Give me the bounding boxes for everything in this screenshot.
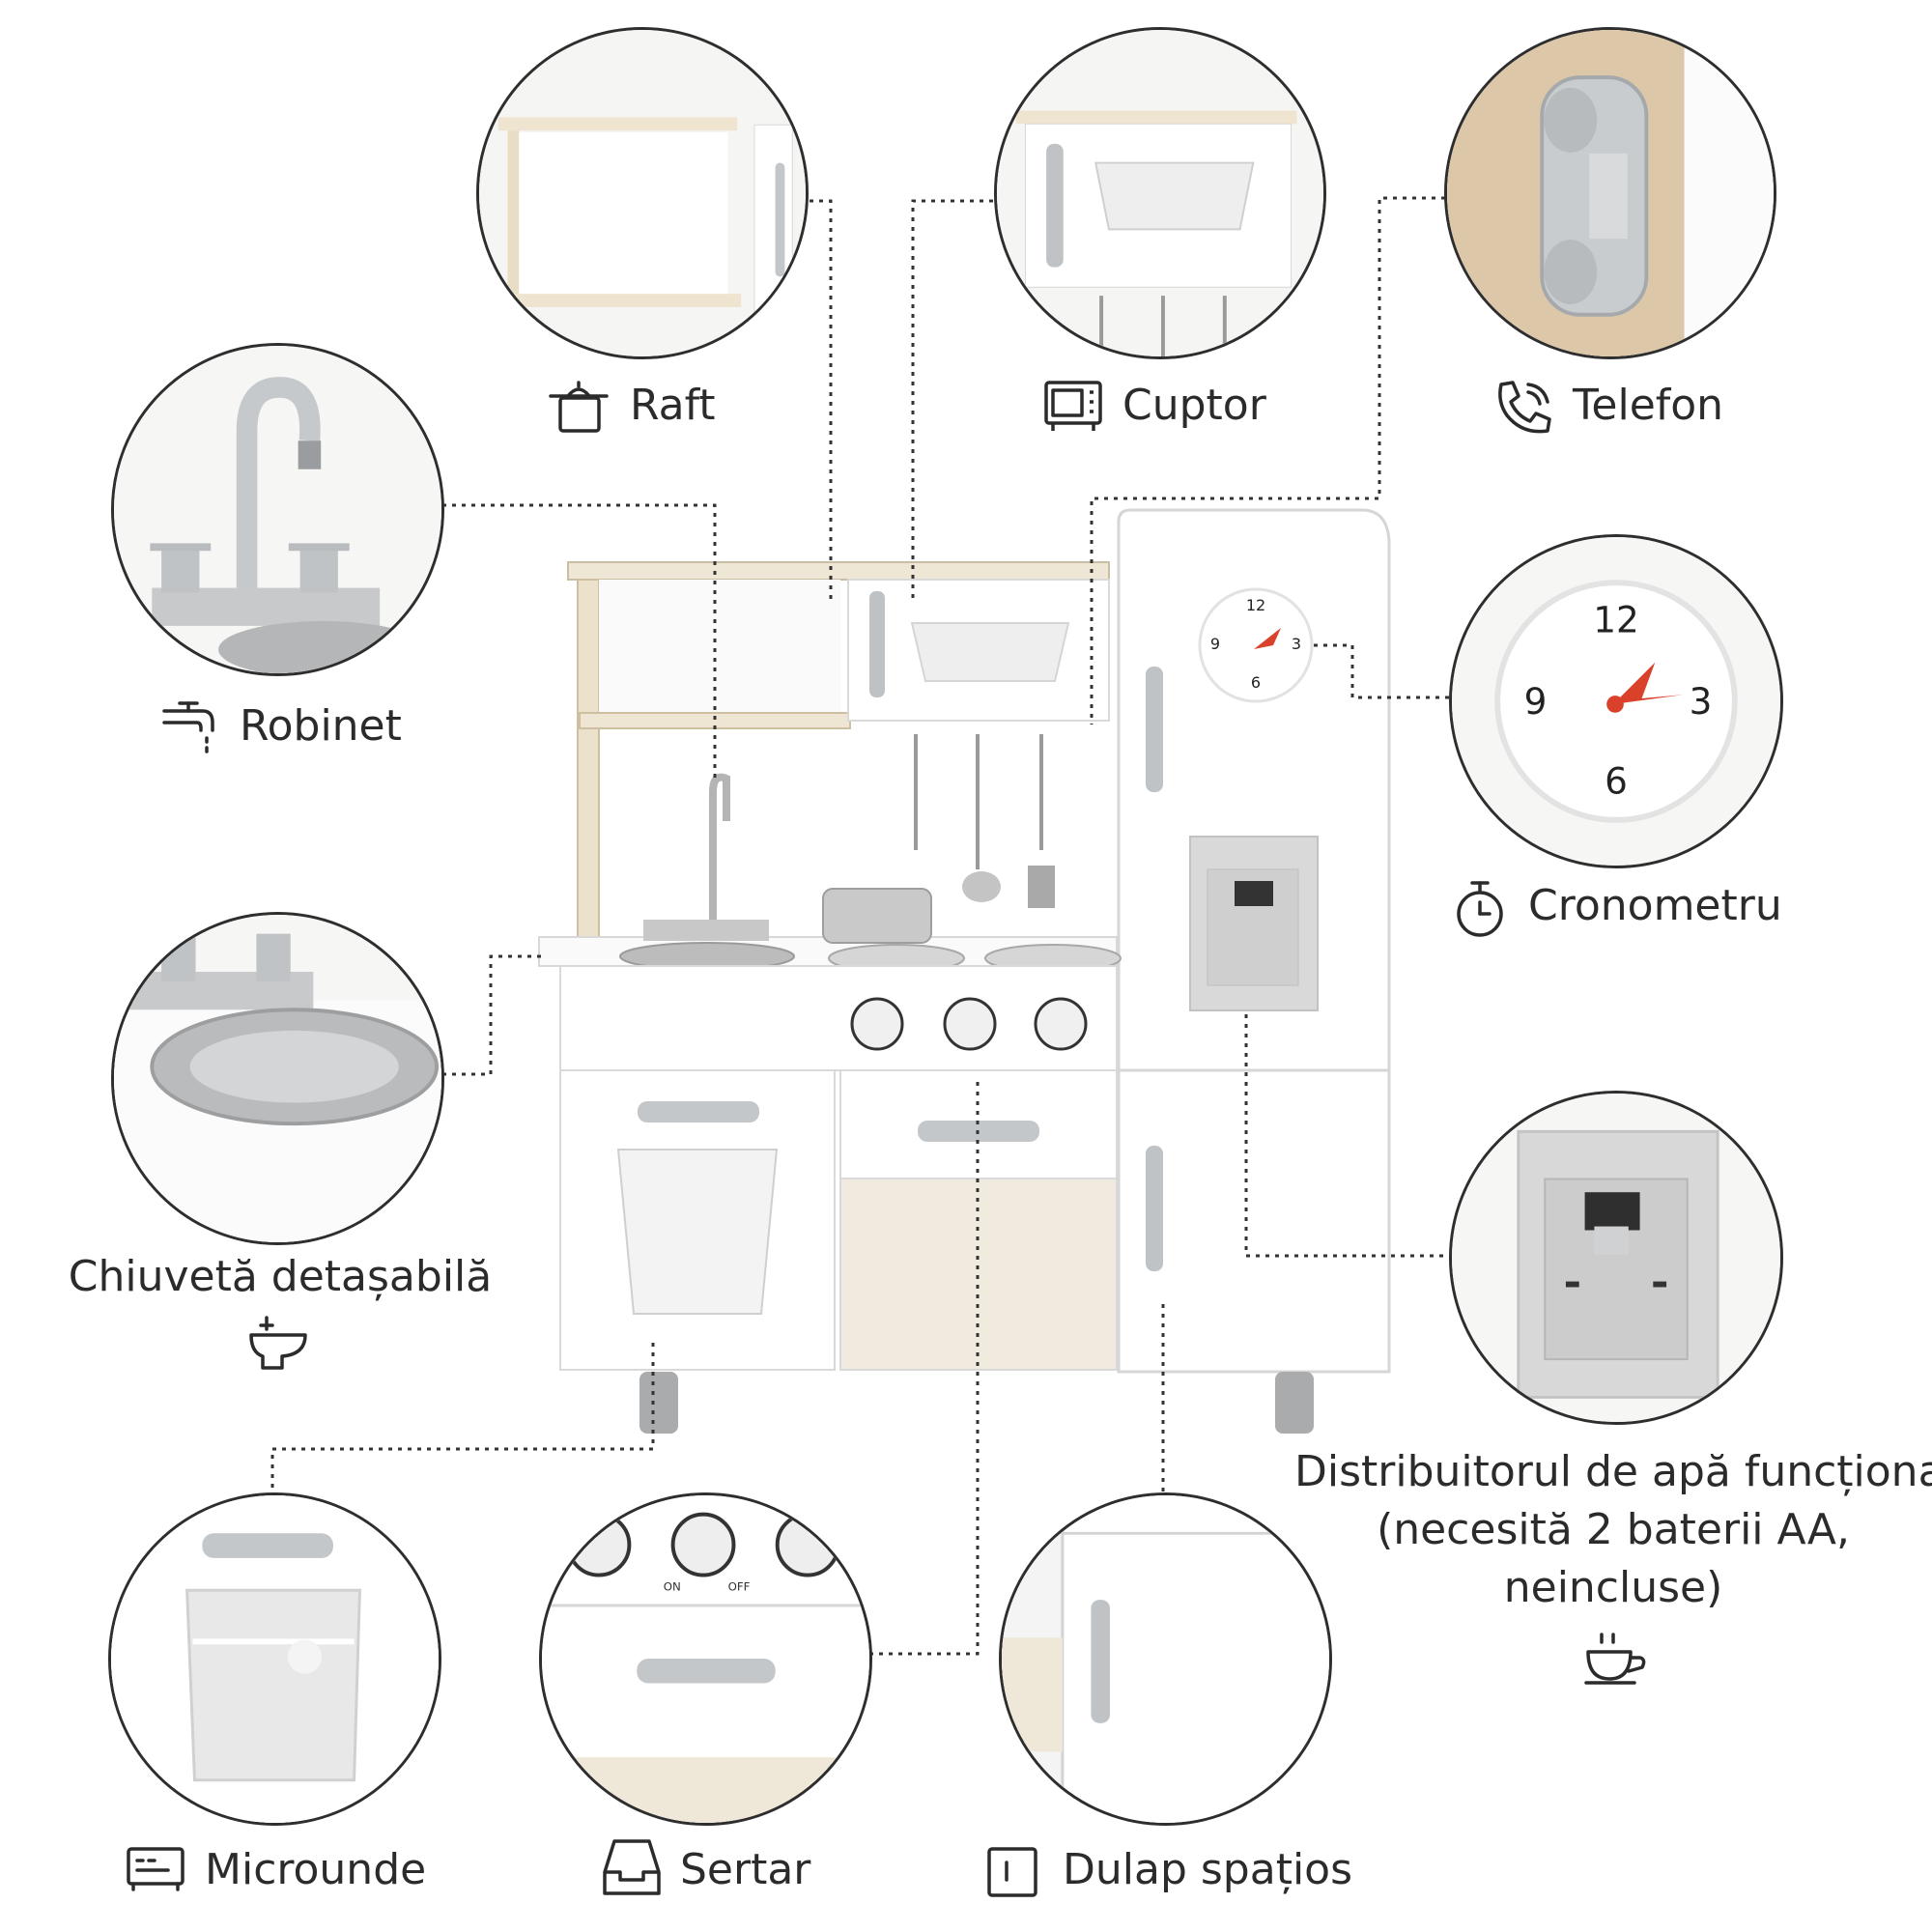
knob-off-label: OFF bbox=[728, 1579, 751, 1593]
detail-cabinet bbox=[999, 1492, 1332, 1826]
washbasin-icon bbox=[247, 1314, 309, 1372]
small-clock-3: 3 bbox=[1292, 635, 1301, 653]
label-sertar: Sertar bbox=[680, 1845, 811, 1894]
detail-faucet bbox=[111, 343, 444, 676]
label-chiuveta: Chiuvetă detașabilă bbox=[68, 1252, 493, 1301]
detail-shelf bbox=[476, 27, 809, 359]
label-distribuitor-line2: (necesită 2 baterii AA, bbox=[1377, 1505, 1850, 1554]
cabinet-door-icon bbox=[985, 1845, 1039, 1899]
drawer-tray-icon bbox=[601, 1837, 663, 1899]
pot-icon bbox=[547, 377, 611, 437]
clock-number-6: 6 bbox=[1605, 759, 1628, 802]
label-cronometru: Cronometru bbox=[1528, 881, 1782, 930]
detail-oven bbox=[994, 27, 1326, 359]
faucet-icon bbox=[160, 697, 220, 755]
clock-number-3: 3 bbox=[1690, 680, 1713, 723]
label-cuptor: Cuptor bbox=[1122, 381, 1266, 430]
label-microunde: Microunde bbox=[205, 1845, 427, 1894]
oven-icon bbox=[1043, 379, 1103, 435]
label-dulap: Dulap spațios bbox=[1063, 1845, 1353, 1894]
detail-water-dispenser bbox=[1449, 1091, 1783, 1425]
small-clock-12: 12 bbox=[1246, 596, 1265, 614]
timer-icon bbox=[1453, 879, 1507, 939]
label-distribuitor-line1: Distribuitorul de apă funcțional bbox=[1294, 1447, 1932, 1496]
label-telefon: Telefon bbox=[1573, 381, 1724, 430]
detail-drawer: ON OFF bbox=[539, 1492, 872, 1826]
small-clock-6: 6 bbox=[1251, 673, 1261, 692]
detail-phone bbox=[1444, 27, 1776, 359]
detail-clock: 12 3 6 9 bbox=[1449, 534, 1783, 868]
small-clock-9: 9 bbox=[1210, 635, 1220, 653]
detail-sink bbox=[111, 912, 444, 1245]
cup-icon bbox=[1582, 1631, 1652, 1687]
clock-number-9: 9 bbox=[1524, 680, 1548, 723]
detail-microwave bbox=[108, 1492, 441, 1826]
label-raft: Raft bbox=[630, 381, 716, 430]
microwave-icon bbox=[126, 1845, 185, 1893]
label-distribuitor-line3: neincluse) bbox=[1503, 1563, 1723, 1612]
phone-icon bbox=[1493, 379, 1553, 437]
clock-number-12: 12 bbox=[1593, 598, 1639, 640]
label-robinet: Robinet bbox=[240, 701, 402, 751]
knob-on-label: ON bbox=[664, 1579, 681, 1593]
